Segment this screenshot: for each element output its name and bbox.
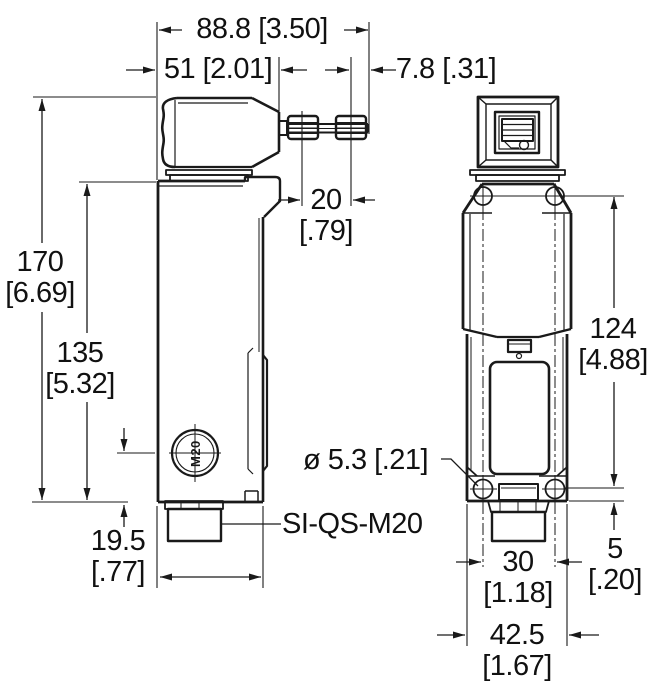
cover-side-profile	[262, 354, 269, 472]
qs-connector-side	[166, 507, 223, 543]
dim-body-height-in: [5.32]	[45, 368, 115, 400]
dim-hole-spacing-vertical: 124 [4.88]	[573, 314, 653, 376]
dim-body-width-mm: 42.5	[489, 619, 545, 651]
dim-entry-height: 19.5 [.77]	[78, 526, 158, 588]
front-view	[461, 95, 573, 543]
dim-entry-height-mm: 19.5	[90, 525, 146, 557]
dim-body-height-mm: 135	[56, 337, 104, 369]
key-slot-window	[493, 110, 541, 155]
extension-lines	[32, 22, 624, 646]
dim-body-width-in: [1.67]	[482, 650, 552, 682]
dim-total-height-in: [6.69]	[5, 277, 75, 309]
cover-plate	[488, 360, 551, 476]
dim-head-width: 51 [2.01]	[163, 53, 273, 85]
head-bellows-edge	[160, 96, 178, 169]
head-front	[476, 95, 560, 169]
m20-entry-boss	[170, 428, 220, 478]
dim-key-end: 7.8 [.31]	[395, 53, 497, 85]
label-model-number: SI-QS-M20	[282, 508, 423, 540]
dim-body-height: 135 [5.32]	[40, 338, 120, 400]
dim-total-height: 170 [6.69]	[0, 247, 80, 309]
dim-key-pitch-mm: 20	[310, 184, 342, 216]
dim-hole-spacing-h-mm: 30	[502, 546, 534, 578]
dim-hole-spacing-horizontal: 30 [1.18]	[478, 547, 558, 609]
dim-foot-height-mm: 5	[607, 533, 623, 565]
dim-foot-height-in: [.20]	[588, 564, 642, 596]
dim-hole-spacing-v-in: [4.88]	[578, 344, 648, 376]
key-tab-2	[334, 114, 368, 141]
side-view	[156, 96, 369, 543]
dim-hole-spacing-v-mm: 124	[589, 313, 637, 345]
bottom-notch	[244, 490, 259, 502]
key-tab-1	[286, 114, 320, 141]
dim-foot-height: 5 [.20]	[575, 534, 653, 596]
dim-total-height-mm: 170	[16, 246, 64, 278]
dimension-arrows	[38, 26, 618, 639]
dim-hole-spacing-h-in: [1.18]	[483, 577, 553, 609]
led-window	[506, 338, 533, 354]
dim-entry-height-in: [.77]	[91, 556, 145, 588]
label-hole-diameter: ø 5.3 [.21]	[303, 444, 429, 476]
qs-connector-front	[490, 510, 547, 543]
bottom-bar	[498, 483, 539, 501]
m20-marking-text: M20	[188, 440, 203, 467]
dim-key-pitch-in: [.79]	[299, 215, 353, 247]
dim-body-width: 42.5 [1.67]	[477, 620, 557, 682]
mounting-tab	[243, 175, 282, 218]
leader-lines	[221, 458, 479, 525]
dim-key-pitch: 20 [.79]	[286, 185, 366, 247]
dim-top-width: 88.8 [3.50]	[196, 13, 328, 45]
